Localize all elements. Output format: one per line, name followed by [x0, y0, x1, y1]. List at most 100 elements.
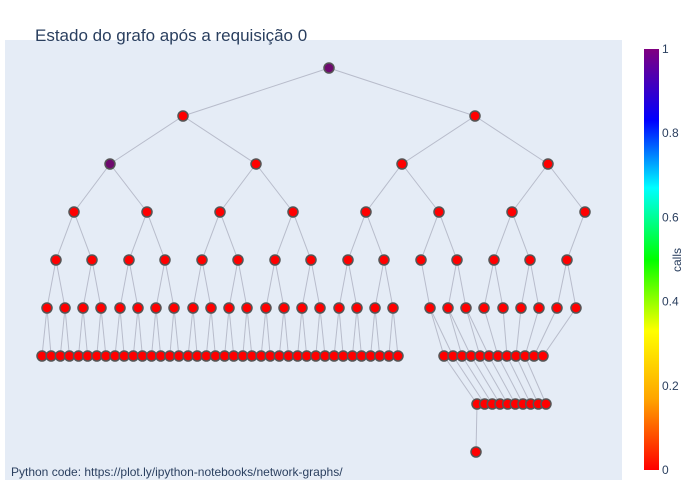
graph-edge [470, 355, 501, 405]
graph-edge [315, 307, 321, 357]
graph-node[interactable] [104, 158, 116, 170]
graph-edge [566, 211, 586, 261]
graph-edge [347, 259, 358, 309]
graph-node[interactable] [114, 302, 126, 314]
graph-edge [114, 307, 121, 357]
graph-node[interactable] [470, 446, 482, 458]
graph-node[interactable] [469, 110, 481, 122]
graph-node[interactable] [360, 206, 372, 218]
graph-edge [493, 259, 504, 309]
graph-edge [447, 259, 458, 309]
graph-node[interactable] [86, 254, 98, 266]
graph-node[interactable] [396, 158, 408, 170]
edges-group [41, 67, 586, 453]
graph-node[interactable] [351, 302, 363, 314]
graph-node[interactable] [533, 302, 545, 314]
graph-edge [483, 307, 499, 357]
graph-node[interactable] [542, 158, 554, 170]
graph-node[interactable] [378, 254, 390, 266]
graph-node[interactable] [540, 398, 552, 410]
graph-edge [479, 355, 509, 405]
graph-node[interactable] [68, 206, 80, 218]
graph-node[interactable] [269, 254, 281, 266]
graph-edge [224, 307, 230, 357]
graph-node[interactable] [241, 302, 253, 314]
graph-node[interactable] [524, 254, 536, 266]
graph-node[interactable] [232, 254, 244, 266]
graph-node[interactable] [196, 254, 208, 266]
graph-node[interactable] [314, 302, 326, 314]
graph-node[interactable] [168, 302, 180, 314]
graph-edge [493, 211, 513, 261]
graph-node[interactable] [561, 254, 573, 266]
graph-edge [169, 307, 175, 357]
graph-edge [328, 67, 476, 117]
graph-edge [260, 307, 267, 357]
graph-node[interactable] [460, 302, 472, 314]
graph-node[interactable] [187, 302, 199, 314]
graph-node[interactable] [433, 206, 445, 218]
graph-node[interactable] [305, 254, 317, 266]
graph-node[interactable] [506, 206, 518, 218]
graph-node[interactable] [478, 302, 490, 314]
graph-node[interactable] [497, 302, 509, 314]
graph-edge [155, 307, 162, 357]
graph-node[interactable] [579, 206, 591, 218]
graph-node[interactable] [250, 158, 262, 170]
graph-node[interactable] [214, 206, 226, 218]
colorbar-tick-label: 0.2 [662, 379, 679, 393]
graph-node[interactable] [141, 206, 153, 218]
graph-node[interactable] [515, 302, 527, 314]
graph-node[interactable] [223, 302, 235, 314]
graph-edge [542, 307, 577, 357]
colorbar-tick-label: 0 [662, 463, 669, 477]
graph-node[interactable] [41, 302, 53, 314]
graph-node[interactable] [415, 254, 427, 266]
graph-node[interactable] [488, 254, 500, 266]
graph-node[interactable] [342, 254, 354, 266]
graph-edge [515, 355, 539, 405]
graph-node[interactable] [278, 302, 290, 314]
graph-edge [55, 211, 75, 261]
graph-edge [132, 307, 139, 357]
graph-edge [474, 115, 549, 165]
graph-node[interactable] [333, 302, 345, 314]
graph-node[interactable] [159, 254, 171, 266]
graph-edge [524, 307, 540, 357]
colorbar-ticks: 00.20.40.60.81 [662, 42, 679, 477]
graph-node[interactable] [551, 302, 563, 314]
graph-node[interactable] [59, 302, 71, 314]
graph-node[interactable] [387, 302, 399, 314]
graph-edge [128, 259, 139, 309]
graph-node[interactable] [392, 350, 404, 362]
colorbar-tick-label: 0.4 [662, 295, 679, 309]
graph-node[interactable] [323, 62, 335, 74]
graph-node[interactable] [442, 302, 454, 314]
graph-edge [78, 307, 84, 357]
graph-edge [511, 211, 531, 261]
graph-edge [41, 307, 48, 357]
graph-node[interactable] [260, 302, 272, 314]
graph-edge [173, 307, 180, 357]
colorbar-tick-label: 0.6 [662, 210, 679, 224]
graph-node[interactable] [132, 302, 144, 314]
graph-node[interactable] [205, 302, 217, 314]
graph-node[interactable] [287, 206, 299, 218]
graph-edge [524, 355, 547, 405]
graph-node[interactable] [537, 350, 549, 362]
graph-node[interactable] [451, 254, 463, 266]
graph-node[interactable] [123, 254, 135, 266]
graph-edge [475, 403, 478, 453]
graph-node[interactable] [424, 302, 436, 314]
graph-node[interactable] [177, 110, 189, 122]
graph-node[interactable] [369, 302, 381, 314]
graph-node[interactable] [95, 302, 107, 314]
graph-node[interactable] [296, 302, 308, 314]
graph-node[interactable] [50, 254, 62, 266]
graph-edge [82, 307, 89, 357]
graph-node[interactable] [570, 302, 582, 314]
graph-node[interactable] [77, 302, 89, 314]
graph-edge [310, 259, 321, 309]
graph-node[interactable] [150, 302, 162, 314]
graph-edge [483, 259, 495, 309]
